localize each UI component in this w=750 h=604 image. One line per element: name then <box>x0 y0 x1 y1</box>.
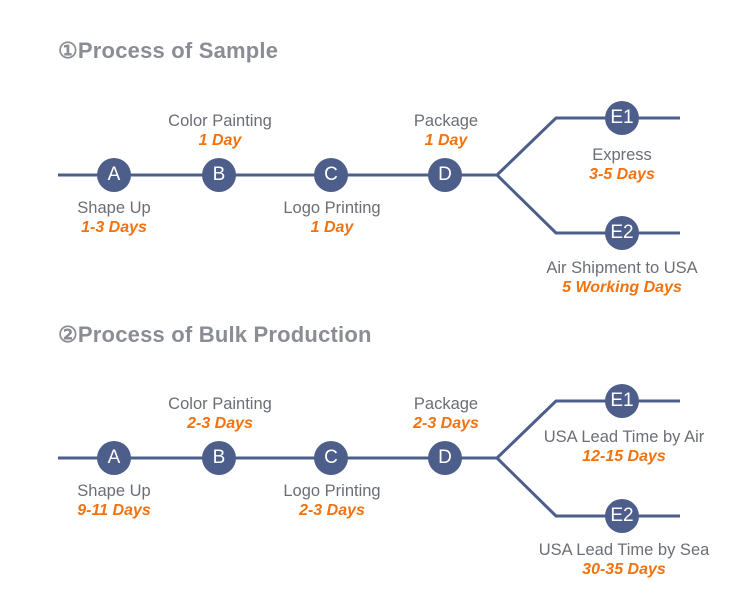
sample-node-c: C <box>314 158 348 192</box>
bulk-step-d-label: Package 2-3 Days <box>413 395 479 433</box>
step-name: Color Painting <box>168 112 272 130</box>
step-name: Shape Up <box>77 199 151 217</box>
sample-step-d-label: Package 1 Day <box>414 112 478 150</box>
step-duration: 2-3 Days <box>187 415 253 432</box>
step-duration: 1-3 Days <box>81 219 147 236</box>
step-name: Shape Up <box>77 482 151 500</box>
sample-step-e2-label: Air Shipment to USA 5 Working Days <box>546 259 697 297</box>
step-duration: 12-15 Days <box>582 448 666 465</box>
sample-node-a: A <box>97 158 131 192</box>
sample-step-b-label: Color Painting 1 Day <box>168 112 272 150</box>
bulk-process-title: ②Process of Bulk Production <box>58 322 372 347</box>
step-name: Logo Printing <box>283 482 381 500</box>
sample-node-e1: E1 <box>605 101 639 135</box>
bulk-step-b-label: Color Painting 2-3 Days <box>168 395 272 433</box>
bulk-node-e2: E2 <box>605 499 639 533</box>
step-name: Color Painting <box>168 395 272 413</box>
step-duration: 9-11 Days <box>77 502 151 519</box>
step-name: Package <box>413 112 479 130</box>
sample-step-e1-label: Express 3-5 Days <box>589 146 655 184</box>
bulk-branch-e2-line <box>495 456 680 518</box>
sample-node-d: D <box>428 158 462 192</box>
step-name: Air Shipment to USA <box>546 259 698 277</box>
bulk-node-c: C <box>314 441 348 475</box>
bulk-step-c-label: Logo Printing 2-3 Days <box>283 482 380 520</box>
step-duration: 2-3 Days <box>413 415 479 432</box>
step-name: Package <box>413 395 479 413</box>
step-name: Logo Printing <box>283 199 381 217</box>
step-duration: 2-3 Days <box>299 502 365 519</box>
bulk-node-b: B <box>202 441 236 475</box>
step-name: USA Lead Time by Sea <box>538 541 710 559</box>
sample-node-e2: E2 <box>605 216 639 250</box>
bulk-node-a: A <box>97 441 131 475</box>
bulk-node-d: D <box>428 441 462 475</box>
bulk-node-e1: E1 <box>605 384 639 418</box>
step-duration: 5 Working Days <box>562 279 682 296</box>
step-duration: 1 Day <box>310 219 354 236</box>
step-name: USA Lead Time by Air <box>543 428 705 446</box>
bulk-step-a-label: Shape Up 9-11 Days <box>77 482 151 520</box>
step-duration: 1 Day <box>424 132 468 149</box>
step-duration: 1 Day <box>198 132 242 149</box>
sample-process-title: ①Process of Sample <box>58 38 279 63</box>
sample-node-b: B <box>202 158 236 192</box>
step-duration: 3-5 Days <box>589 166 655 183</box>
bulk-step-e2-label: USA Lead Time by Sea 30-35 Days <box>539 541 710 579</box>
step-duration: 30-35 Days <box>582 561 666 578</box>
sample-step-a-label: Shape Up 1-3 Days <box>77 199 150 237</box>
sample-step-c-label: Logo Printing 1 Day <box>283 199 380 237</box>
bulk-step-e1-label: USA Lead Time by Air 12-15 Days <box>544 428 705 466</box>
step-name: Express <box>592 146 652 164</box>
